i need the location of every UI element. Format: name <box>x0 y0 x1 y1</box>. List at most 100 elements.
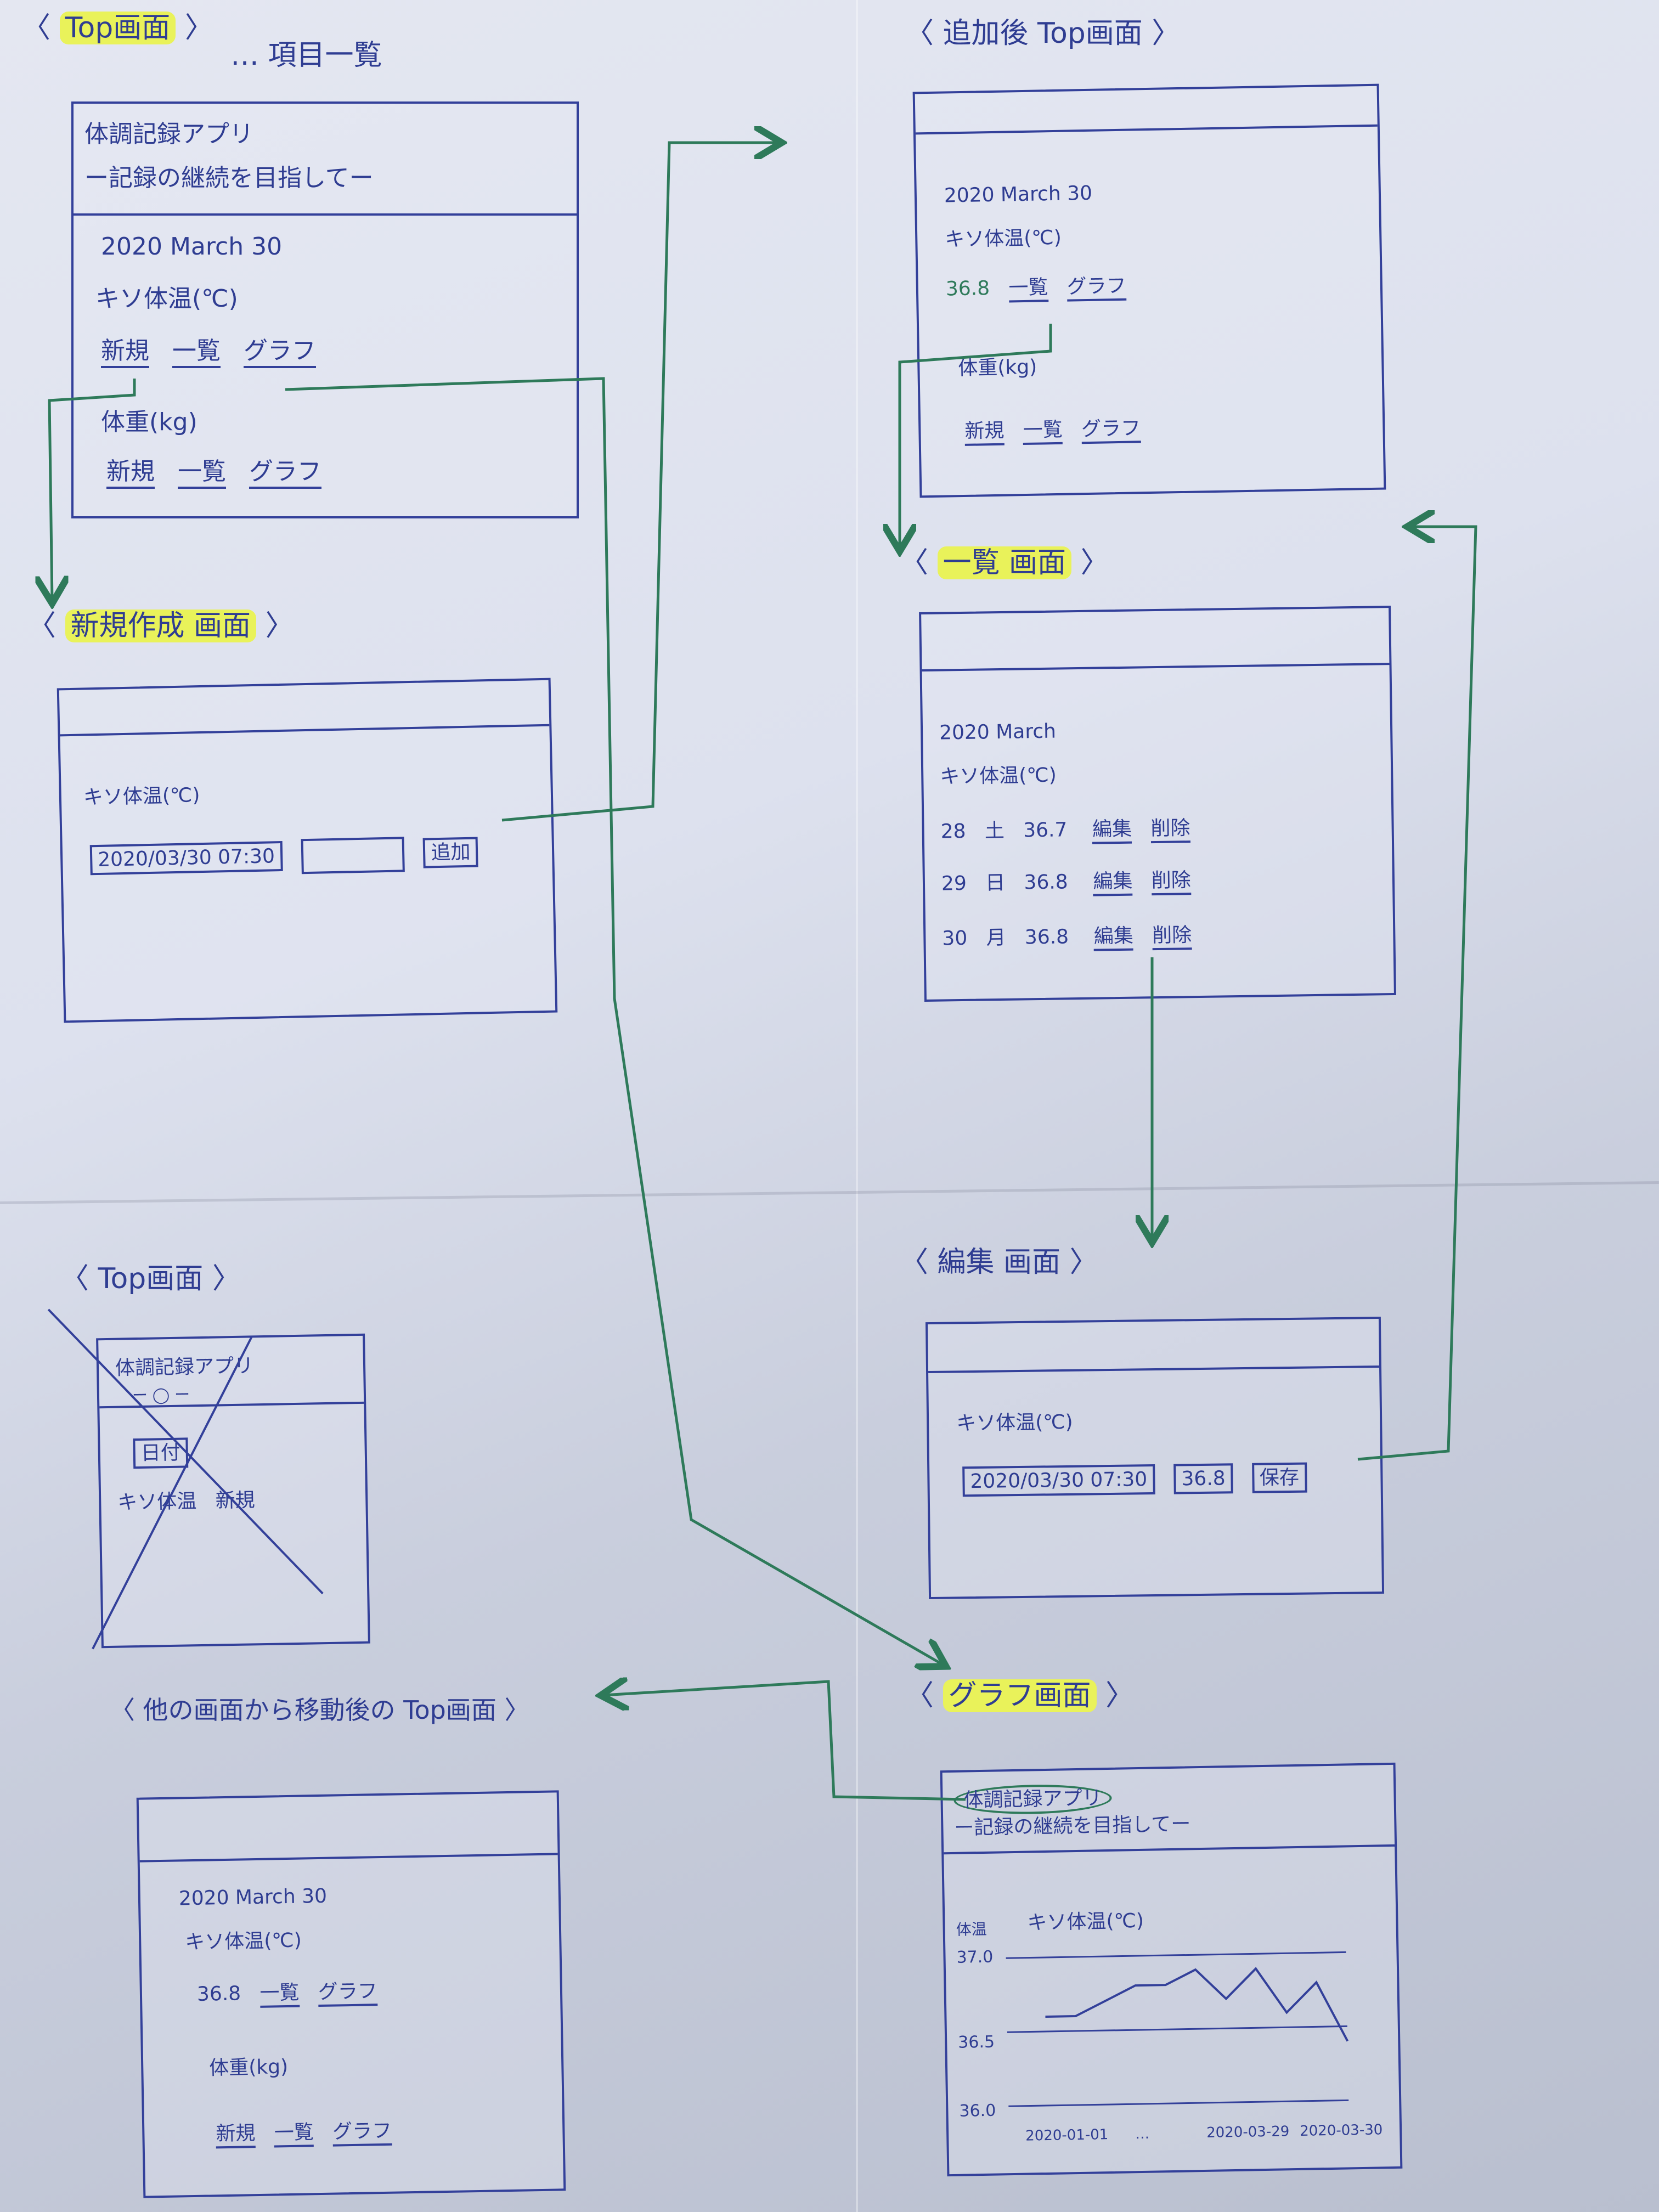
heading-new-create-label: 新規作成 画面 <box>65 610 257 642</box>
list-row: 29 日 36.8 編集 削除 <box>941 868 1192 896</box>
row-delete-link[interactable]: 削除 <box>1152 924 1192 951</box>
datetime-input[interactable]: 2020/03/30 07:30 <box>89 840 283 876</box>
temperature-label: キソ体温(℃) <box>944 226 1062 251</box>
list-screen-frame: 2020 March キソ体温(℃) 28 土 36.7 編集 削除 29 日 … <box>919 606 1396 1002</box>
row-weekday: 月 <box>986 926 1006 950</box>
weight-list-link[interactable]: 一覧 <box>274 2121 314 2148</box>
chart-gridline <box>1006 1951 1346 1959</box>
datetime-input[interactable]: 2020/03/30 07:30 <box>962 1464 1155 1497</box>
app-title: 体調記録アプリ <box>115 1355 254 1380</box>
date-button[interactable]: 日付 <box>133 1437 189 1469</box>
x-tick-label: … <box>1135 2125 1150 2143</box>
subtitle-placeholder: ー ◯ ー <box>132 1385 190 1405</box>
date-button-wrap: 日付 <box>133 1437 189 1469</box>
x-tick-label: 2020-01-01 <box>1025 2126 1109 2145</box>
arrow-graph-to-graph-screen <box>285 377 944 1665</box>
temperature-row: 36.8 一覧 グラフ <box>197 1979 378 2008</box>
temperature-series-line <box>1045 1967 1349 2042</box>
current-month: 2020 March <box>939 720 1057 744</box>
temperature-graph-link[interactable]: グラフ <box>318 1980 378 2007</box>
top-screen-frame: 体調記録アプリ ー記録の継続を目指してー 2020 March 30 キソ体温(… <box>71 101 579 518</box>
weight-list-link[interactable]: 一覧 <box>1023 418 1063 445</box>
heading-graph-label: グラフ画面 <box>943 1679 1097 1712</box>
weight-label: 体重(kg) <box>958 356 1037 380</box>
weight-graph-link[interactable]: グラフ <box>1081 417 1141 444</box>
temperature-label: キソ体温(℃) <box>184 1929 302 1954</box>
row-delete-link[interactable]: 削除 <box>1151 869 1192 896</box>
edit-form: 2020/03/30 07:30 36.8 保存 <box>962 1462 1307 1497</box>
temperature-label: キソ体温(℃) <box>956 1410 1073 1435</box>
row-edit-link[interactable]: 編集 <box>1092 817 1132 844</box>
temperature-chart <box>1006 1951 1349 2107</box>
row-weekday: 土 <box>984 819 1005 843</box>
temperature-label: キソ体温(℃) <box>939 764 1057 788</box>
row-delete-link[interactable]: 削除 <box>1150 817 1190 844</box>
row-value: 36.8 <box>1024 926 1069 949</box>
y-tick-label: 37.0 <box>956 1947 994 1967</box>
temperature-label: キソ体温(℃) <box>95 285 238 313</box>
weight-links: 新規 一覧 グラフ <box>106 458 321 489</box>
y-tick-label: 36.0 <box>959 2101 996 2121</box>
temperature-label: キソ体温 <box>117 1490 197 1514</box>
temperature-links: 新規 一覧 グラフ <box>101 337 316 368</box>
weight-links: 新規 一覧 グラフ <box>216 2119 392 2149</box>
weight-graph-link[interactable]: グラフ <box>249 458 321 489</box>
heading-graph: 〈 グラフ画面 〉 <box>905 1679 1135 1712</box>
weight-label: 体重(kg) <box>101 408 198 436</box>
heading-edit: 〈 編集 画面 〉 <box>900 1246 1098 1279</box>
new-entry-form: 2020/03/30 07:30 追加 <box>89 835 479 878</box>
list-row: 30 月 36.8 編集 削除 <box>942 923 1192 951</box>
current-date: 2020 March 30 <box>944 182 1093 207</box>
x-tick-label: 2020-03-30 <box>1299 2121 1383 2140</box>
weight-graph-link[interactable]: グラフ <box>332 2119 392 2147</box>
heading-after-add-label: 追加後 Top画面 <box>943 17 1143 50</box>
weight-list-link[interactable]: 一覧 <box>177 458 226 489</box>
weight-new-link[interactable]: 新規 <box>216 2122 256 2149</box>
header-divider <box>922 663 1390 672</box>
temperature-list-link[interactable]: 一覧 <box>259 1981 300 2008</box>
list-row: 28 土 36.7 編集 削除 <box>940 816 1190 844</box>
header-divider <box>60 724 550 737</box>
temperature-list-link[interactable]: 一覧 <box>172 337 221 368</box>
temperature-graph-link[interactable]: グラフ <box>243 337 316 368</box>
chart-gridline <box>1007 2025 1347 2033</box>
old-top-screen-frame: 体調記録アプリ ー ◯ ー 日付 キソ体温 新規 <box>47 1308 370 1650</box>
weight-label: 体重(kg) <box>208 2056 289 2080</box>
heading-old-top-label: Top画面 <box>98 1262 204 1295</box>
temperature-row: 36.8 一覧 グラフ <box>945 274 1127 303</box>
temperature-new-link[interactable]: 新規 <box>101 337 149 368</box>
temperature-graph-link[interactable]: グラフ <box>1066 274 1127 302</box>
weight-new-link[interactable]: 新規 <box>106 458 155 489</box>
heading-after-move: 〈 他の画面から移動後の Top画面 〉 <box>110 1695 530 1725</box>
temperature-list-link[interactable]: 一覧 <box>1008 276 1048 303</box>
current-date: 2020 March 30 <box>101 233 283 261</box>
after-add-screen-frame: 2020 March 30 キソ体温(℃) 36.8 一覧 グラフ 体重(kg)… <box>912 83 1386 498</box>
save-button[interactable]: 保存 <box>1251 1462 1307 1494</box>
y-tick-label: 36.5 <box>957 2032 995 2052</box>
heading-edit-label: 編集 画面 <box>937 1246 1061 1279</box>
x-tick-label: 2020-03-29 <box>1206 2123 1290 2141</box>
weight-links: 新規 一覧 グラフ <box>964 416 1141 446</box>
chart-gridline <box>1008 2099 1349 2107</box>
header-divider <box>928 1365 1380 1374</box>
temperature-label: キソ体温(℃) <box>83 784 200 809</box>
row-day: 30 <box>942 927 968 950</box>
header-divider <box>915 124 1378 135</box>
paper-fold-horizontal <box>0 1181 1659 1204</box>
add-button[interactable]: 追加 <box>422 837 479 868</box>
temperature-input[interactable] <box>301 837 405 874</box>
temperature-value: 36.8 <box>945 277 990 301</box>
row-edit-link[interactable]: 編集 <box>1093 870 1133 896</box>
app-title: 体調記録アプリ <box>84 120 253 148</box>
row-edit-link[interactable]: 編集 <box>1093 924 1134 951</box>
heading-top-note: … 項目一覧 <box>230 39 382 72</box>
heading-after-add: 〈 追加後 Top画面 〉 <box>905 17 1181 50</box>
weight-new-link[interactable]: 新規 <box>964 419 1005 446</box>
temperature-input[interactable]: 36.8 <box>1173 1463 1233 1494</box>
heading-new-create: 〈 新規作成 画面 〉 <box>27 610 294 642</box>
edit-screen-frame: キソ体温(℃) 2020/03/30 07:30 36.8 保存 <box>925 1316 1385 1600</box>
row-day: 28 <box>940 820 966 843</box>
heading-list: 〈 一覧 画面 〉 <box>900 546 1109 579</box>
temperature-new-link[interactable]: 新規 <box>215 1489 256 1513</box>
